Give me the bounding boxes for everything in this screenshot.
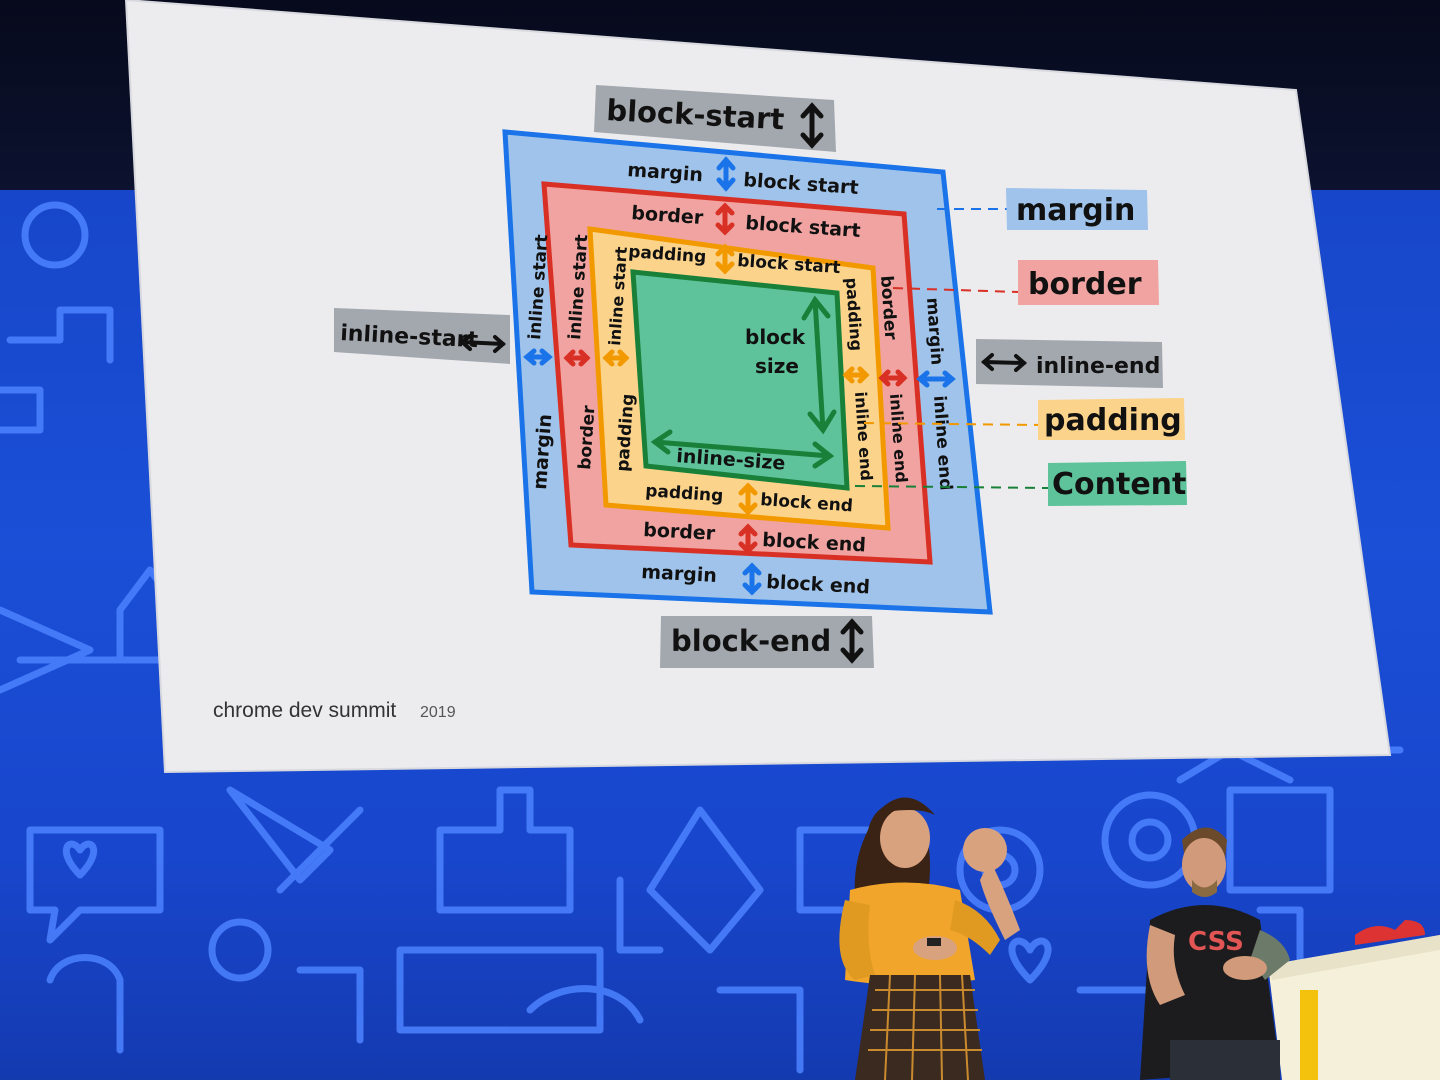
presenter-man: CSS [1140, 827, 1290, 1080]
border-inline-start-arrow-icon [563, 349, 591, 367]
vertical-double-arrow-icon [840, 618, 864, 664]
block-size-label-1: block [745, 325, 806, 349]
margin-inline-start-arrow-icon [523, 348, 553, 366]
border-block-end-tail: block end [762, 529, 867, 556]
border-inline-end-arrow-icon [878, 369, 908, 387]
padding-inline-end-arrow-icon [842, 366, 870, 384]
legend-padding-label: padding [1044, 403, 1182, 438]
margin-block-end-tail: block end [766, 571, 871, 598]
margin-inline-end-label: margin [922, 297, 947, 366]
doodle-arrow-icon [0, 606, 94, 694]
legend-border: border [1018, 260, 1159, 305]
block-end-tag-label: block-end [671, 624, 831, 658]
doodle-thumbs-up-icon [436, 786, 574, 914]
margin-block-end-arrow-icon [742, 562, 762, 596]
inline-end-tag-label: inline-end [1036, 354, 1160, 379]
inline-start-tag: inline-start [334, 308, 510, 364]
border-block-start-arrow-icon [715, 202, 735, 236]
margin-inline-end-arrow-icon [916, 370, 956, 388]
legend-content: Content [1048, 461, 1187, 506]
margin-block-start-arrow-icon [716, 156, 736, 192]
block-size-label-2: size [755, 354, 799, 378]
horizontal-double-arrow-icon [980, 353, 1028, 372]
border-inline-end-label: border [876, 275, 900, 341]
block-size-arrow-icon [801, 295, 837, 435]
border-inline-start-label: border [575, 404, 599, 470]
legend-content-label: Content [1052, 467, 1186, 502]
vertical-double-arrow-icon [800, 102, 824, 149]
clicker-icon [927, 938, 941, 946]
podium-object [1355, 920, 1425, 945]
legend-border-label: border [1028, 267, 1142, 302]
border-block-end-arrow-icon [738, 523, 758, 555]
legend-padding: padding [1038, 398, 1185, 440]
border-block-end-label: border [643, 519, 717, 545]
content-box [630, 269, 850, 491]
doodle-chat-bubble-icon [26, 826, 164, 944]
padding-block-end-arrow-icon [738, 482, 758, 516]
doodle-steps-icon [6, 306, 114, 364]
padding-block-start-arrow-icon [715, 243, 735, 275]
horizontal-double-arrow-icon [458, 334, 507, 353]
podium [1268, 920, 1440, 1080]
margin-block-end-label: margin [641, 561, 718, 587]
footer-year: 2019 [420, 704, 456, 721]
shirt-logo: CSS [1188, 927, 1244, 957]
padding-inline-start-arrow-icon [602, 349, 630, 367]
doodle-circle-icon [21, 201, 89, 269]
block-start-tag: block-start [594, 85, 836, 152]
margin-block-start-label: margin [627, 159, 704, 186]
border-block-start-label: border [631, 202, 705, 229]
doodle-pen-icon [646, 806, 764, 954]
legend-margin: margin [1006, 188, 1148, 230]
footer-brand: chrome dev summit [213, 699, 396, 722]
inline-end-tag: inline-end [976, 339, 1163, 388]
inline-size-arrow-icon [650, 429, 835, 469]
doodle-heart-icon [62, 840, 98, 879]
block-end-tag: block-end [660, 616, 874, 668]
doodle-megaphone-icon [226, 786, 334, 884]
legend-margin-label: margin [1016, 193, 1135, 228]
presenter-woman [839, 797, 1020, 1080]
margin-inline-start-label: margin [529, 413, 556, 490]
